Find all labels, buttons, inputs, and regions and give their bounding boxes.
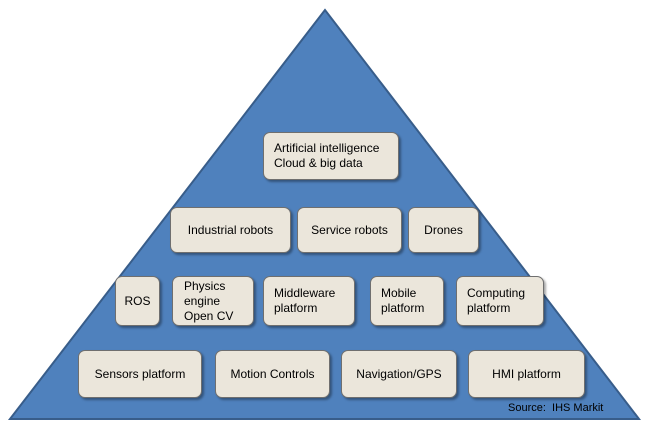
tier-3-box-label-line-3: Open CV	[184, 308, 234, 323]
tier-3-box-label-line-2: platform	[381, 301, 425, 315]
tier-2-box-drones: Drones	[408, 207, 479, 253]
tier-2-box-industrial-robots: Industrial robots	[170, 207, 291, 253]
tier-4-box-sensors-platform: Sensors platform	[78, 350, 202, 398]
tier-2-box-label: Drones	[424, 222, 463, 237]
tier-3-box-label: ROS	[124, 293, 151, 308]
tier-2-box-service-robots: Service robots	[297, 207, 402, 253]
tier-3-box-physics-engine-opencv: Physics engine Open CV	[172, 276, 254, 326]
tier-2-box-label: Industrial robots	[187, 222, 274, 237]
tier-4-box-navigation-gps: Navigation/GPS	[341, 350, 457, 398]
tier-3-box-label-line-1: Mobile	[381, 286, 417, 300]
tier-4-box-label: Motion Controls	[230, 366, 315, 381]
tier-3-box-label-line-2: engine	[184, 293, 221, 308]
tier-1-box-ai-cloud: Artificial intelligence Cloud & big data	[263, 132, 399, 180]
tier-4-box-motion-controls: Motion Controls	[215, 350, 330, 398]
tier-3-box-label-line-2: platform	[274, 301, 318, 315]
tier-3-box-label-line-2: platform	[467, 301, 511, 315]
tier-3-box-label-line-1: Middleware	[274, 286, 336, 300]
tier-4-box-label: Sensors platform	[94, 366, 186, 381]
tier-3-box-middleware-platform: Middleware platform	[263, 276, 355, 326]
tier-3-box-label-line-1: Physics	[184, 278, 226, 293]
tier-2-box-label: Service robots	[311, 222, 388, 237]
tier-1-box-label-line-2: Cloud & big data	[274, 156, 363, 170]
tier-4-box-label: Navigation/GPS	[356, 366, 442, 381]
tier-4-box-hmi-platform: HMI platform	[468, 350, 585, 398]
source-caption: Source: IHS Markit	[508, 402, 604, 414]
tier-4-box-label: HMI platform	[492, 366, 561, 381]
tier-3-box-label-line-1: Computing	[467, 286, 526, 300]
tier-1-box-label-line-1: Artificial intelligence	[274, 141, 380, 155]
tier-3-box-mobile-platform: Mobile platform	[370, 276, 444, 326]
tier-3-box-ros: ROS	[115, 276, 160, 326]
tier-3-box-computing-platform: Computing platform	[456, 276, 544, 326]
